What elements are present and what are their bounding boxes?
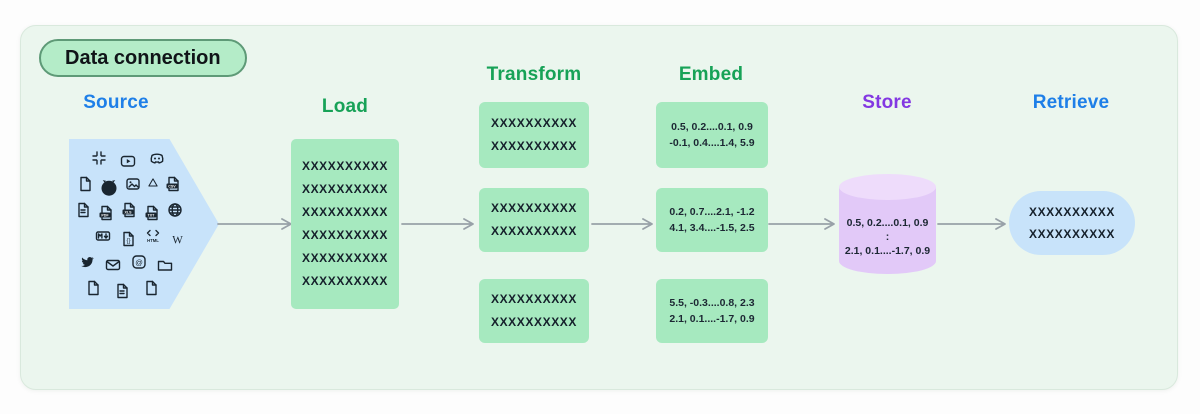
arrow-transform-to-embed — [591, 218, 653, 230]
transform-box: XXXXXXXXXX XXXXXXXXXX — [479, 279, 589, 343]
embed-vector-line: 5.5, -0.3....0.8, 2.3 — [669, 297, 755, 309]
gdrive-icon — [147, 178, 159, 193]
svg-text:HTML: HTML — [147, 238, 159, 243]
folder-icon — [157, 257, 173, 273]
store-vector-line: : — [885, 230, 890, 243]
svg-text:TXT: TXT — [148, 213, 156, 217]
source-header: Source — [83, 92, 149, 113]
source-icon-grid: CSV PDF XLS TXT {} HTML W @ — [75, 145, 183, 301]
store-cylinder: 0.5, 0.2....0.1, 0.9 : 2.1, 0.1....-1.7,… — [839, 174, 936, 274]
svg-text:XLS: XLS — [125, 210, 133, 214]
source-shape: CSV PDF XLS TXT {} HTML W @ — [69, 139, 219, 309]
svg-text:{}: {} — [126, 239, 130, 245]
svg-text:W: W — [172, 234, 183, 246]
json-file-icon: {} — [120, 231, 136, 247]
load-line: XXXXXXXXXX — [301, 205, 389, 219]
csv-file-icon: CSV — [165, 176, 181, 192]
embed-vector-line: 4.1, 3.4....-1.5, 2.5 — [669, 222, 755, 234]
discord-icon — [149, 150, 165, 166]
wikipedia-icon: W — [170, 232, 185, 247]
retrieve-box: XXXXXXXXXX XXXXXXXXXX — [1009, 191, 1135, 255]
embed-header: Embed — [678, 64, 744, 85]
store-vector-line: 0.5, 0.2....0.1, 0.9 — [846, 216, 929, 229]
transform-line: XXXXXXXXXX — [490, 224, 578, 238]
transform-header: Transform — [486, 64, 582, 85]
transform-box: XXXXXXXXXX XXXXXXXXXX — [479, 102, 589, 168]
twitter-icon — [79, 254, 95, 270]
source-icon-row: @ — [79, 249, 179, 275]
slack-icon — [91, 150, 107, 166]
data-connection-panel: Data connection Source Load Transform Em… — [20, 25, 1178, 390]
svg-text:PDF: PDF — [101, 213, 109, 217]
file-text-icon — [75, 202, 91, 218]
source-icon-row — [85, 275, 179, 301]
load-line: XXXXXXXXXX — [301, 182, 389, 196]
arrow-embed-to-store — [768, 218, 835, 230]
transform-box: XXXXXXXXXX XXXXXXXXXX — [479, 188, 589, 252]
data-connection-badge: Data connection — [39, 39, 247, 77]
transform-line: XXXXXXXXXX — [490, 139, 578, 153]
arrow-source-to-load — [217, 218, 292, 230]
html-icon: HTML — [145, 228, 161, 244]
source-icon-row — [91, 145, 179, 171]
pdf-file-icon: PDF — [98, 205, 114, 221]
store-cylinder-body: 0.5, 0.2....0.1, 0.9 : 2.1, 0.1....-1.7,… — [839, 187, 936, 274]
file-icon — [143, 280, 159, 296]
load-line: XXXXXXXXXX — [301, 228, 389, 242]
retrieve-header: Retrieve — [1032, 92, 1110, 113]
load-line: XXXXXXXXXX — [301, 274, 389, 288]
source-icon-row: {} HTML W — [95, 223, 183, 249]
load-box: XXXXXXXXXX XXXXXXXXXX XXXXXXXXXX XXXXXXX… — [291, 139, 399, 309]
retrieve-line: XXXXXXXXXX — [1028, 227, 1116, 241]
email-icon — [105, 257, 121, 273]
transform-line: XXXXXXXXXX — [490, 315, 578, 329]
threads-icon: @ — [131, 254, 147, 270]
youtube-icon — [120, 153, 136, 169]
source-icon-row: CSV — [77, 171, 179, 197]
svg-text:CSV: CSV — [168, 184, 176, 188]
arrow-store-to-retrieve — [937, 218, 1006, 230]
load-line: XXXXXXXXXX — [301, 251, 389, 265]
retrieve-line: XXXXXXXXXX — [1028, 205, 1116, 219]
store-vector-line: 2.1, 0.1....-1.7, 0.9 — [844, 244, 931, 257]
load-header: Load — [321, 96, 369, 117]
embed-vector-line: 0.5, 0.2....0.1, 0.9 — [671, 121, 753, 133]
source-icon-row: PDF XLS TXT — [75, 197, 182, 223]
embed-box: 0.5, 0.2....0.1, 0.9 -0.1, 0.4....1.4, 5… — [656, 102, 768, 168]
image-icon — [125, 176, 141, 192]
embed-box: 5.5, -0.3....0.8, 2.3 2.1, 0.1....-1.7, … — [656, 279, 768, 343]
transform-line: XXXXXXXXXX — [490, 292, 578, 306]
globe-icon — [167, 202, 183, 218]
transform-line: XXXXXXXXXX — [490, 116, 578, 130]
file-icon — [77, 176, 93, 192]
txt-file-icon: TXT — [144, 205, 160, 221]
transform-line: XXXXXXXXXX — [490, 201, 578, 215]
xls-file-icon: XLS — [121, 202, 137, 218]
arrow-load-to-transform — [401, 218, 474, 230]
store-header: Store — [862, 92, 912, 113]
embed-vector-line: 2.1, 0.1....-1.7, 0.9 — [669, 313, 755, 325]
embed-box: 0.2, 0.7....2.1, -1.2 4.1, 3.4....-1.5, … — [656, 188, 768, 252]
github-icon — [99, 177, 119, 197]
badge-label: Data connection — [65, 46, 221, 69]
markdown-icon — [95, 228, 111, 244]
store-cylinder-top — [839, 174, 936, 200]
file-icon — [85, 280, 101, 296]
embed-vector-line: -0.1, 0.4....1.4, 5.9 — [669, 137, 755, 149]
load-line: XXXXXXXXXX — [301, 159, 389, 173]
svg-text:@: @ — [135, 258, 143, 267]
embed-vector-line: 0.2, 0.7....2.1, -1.2 — [669, 206, 755, 218]
file-text-icon — [114, 283, 130, 299]
